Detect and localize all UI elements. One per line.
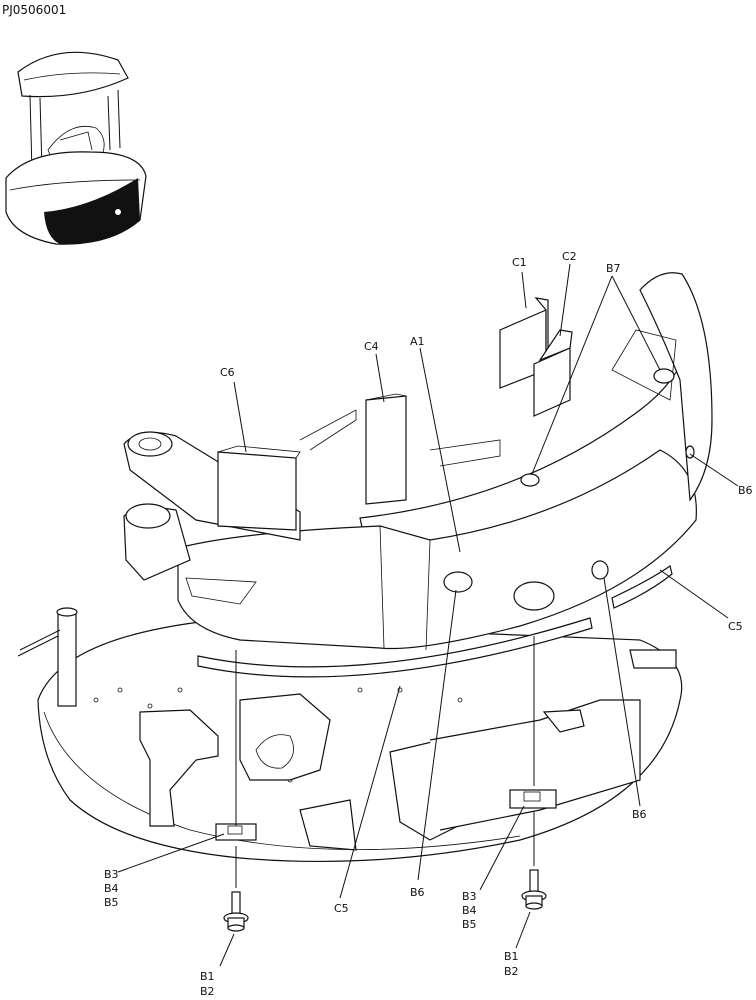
label-b2-left: B2: [200, 985, 215, 998]
label-b3-right: B3: [462, 890, 477, 903]
label-c1: C1: [512, 256, 527, 269]
cushion-c4: [365, 393, 407, 505]
label-b7: B7: [606, 262, 621, 275]
leader-lines: [117, 263, 739, 967]
plate-c5-right: [611, 565, 673, 609]
label-b6-bottom: B6: [410, 886, 425, 899]
bolt-right: [521, 869, 547, 910]
label-c2: C2: [562, 250, 577, 263]
label-c4: C4: [364, 340, 379, 353]
label-b1-left: B1: [200, 970, 215, 983]
label-a1: A1: [410, 335, 425, 348]
callout-labels: C1 C2 B7 A1 C4 C6 B6 C5 B6 B3 B4 B5 C5 B…: [104, 250, 753, 998]
label-b2-right: B2: [504, 965, 519, 978]
label-b5-right: B5: [462, 918, 477, 931]
label-b6-right: B6: [738, 484, 753, 497]
cushion-c6: [217, 445, 301, 531]
counterweight-a1: [123, 272, 713, 651]
bolt-left: [223, 891, 249, 932]
machine-thumbnail: [5, 51, 147, 245]
label-b3-left: B3: [104, 868, 119, 881]
label-b4-left: B4: [104, 882, 119, 895]
label-c5-right: C5: [728, 620, 743, 633]
label-c5-bottom: C5: [334, 902, 349, 915]
label-b6-lower-right: B6: [632, 808, 647, 821]
plate-c5-lower: [197, 617, 593, 678]
drawing-code: PJ0506001: [2, 3, 66, 17]
label-b1-right: B1: [504, 950, 519, 963]
label-b5-left: B5: [104, 896, 119, 909]
label-b4-right: B4: [462, 904, 477, 917]
counterweight-highlight: [44, 178, 140, 245]
cushion-c2: [533, 329, 573, 417]
label-c6: C6: [220, 366, 235, 379]
